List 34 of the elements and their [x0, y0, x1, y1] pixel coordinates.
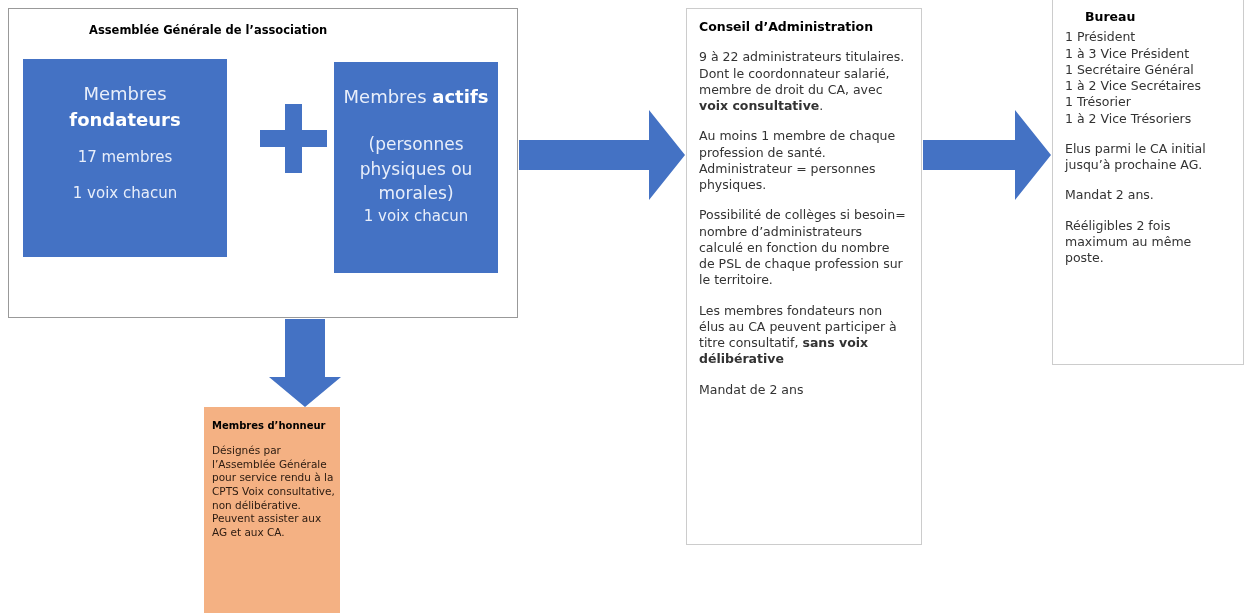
- info-panel: [1052, 0, 1244, 365]
- description: 9 à 22 administrateurs titulaires. Dont le coordonnateur salarié, membre de droit du CA, avec voix consultative.: [699, 49, 906, 115]
- description: Mandat 2 ans.: [1065, 187, 1155, 204]
- description: Mandat de 2 ans: [699, 381, 805, 398]
- description: (personnes physiques ou morales): [358, 133, 474, 206]
- info-panel: [686, 8, 922, 545]
- group-frame: [8, 8, 518, 318]
- description: 1 à 3 Vice Président: [1065, 45, 1191, 62]
- description: 1 voix chacun: [362, 206, 470, 227]
- description: 1 à 2 Vice Secrétaires: [1065, 78, 1202, 95]
- description: Elus parmi le CA initial jusqu’à prochaine AG.: [1065, 140, 1207, 174]
- block-arrow: [519, 110, 685, 200]
- description: 17 membres: [76, 147, 174, 169]
- description: Désignés par l’Assemblée Générale pour service rendu à la CPTS Voix consultative, non délibérative. Peuvent assister aux AG et aux CA.: [212, 444, 336, 540]
- heading: Conseil d’Administration: [699, 19, 875, 36]
- description: Possibilité de collèges si besoin= nombre d’administrateurs calculé en fonction du nombre de PSL de chaque profession sur le territoire.: [699, 207, 907, 289]
- description: 1 voix chacun: [71, 182, 179, 204]
- heading: Membres actifs: [342, 85, 490, 109]
- heading: Bureau: [1084, 9, 1137, 26]
- heading: Membres d’honneur: [212, 419, 327, 432]
- block-arrow: [269, 319, 341, 407]
- heading: Membres fondateurs: [68, 82, 182, 133]
- member-box: [334, 62, 498, 273]
- heading: Assemblée Générale de l’association: [89, 23, 329, 38]
- honor-box: [204, 407, 340, 613]
- description: 1 Secrétaire Général: [1065, 61, 1195, 78]
- description: 1 Trésorier: [1065, 94, 1132, 111]
- description: 1 à 2 Vice Trésoriers: [1065, 110, 1193, 127]
- description: 1 Président: [1065, 29, 1137, 46]
- description: Au moins 1 membre de chaque profession de santé. Administrateur = personnes physiques.: [699, 128, 897, 194]
- description: Les membres fondateurs non élus au CA peuvent participer à titre consultatif, sans voix délibérative: [699, 302, 898, 368]
- member-box: [23, 59, 227, 257]
- description: Rééligibles 2 fois maximum au même poste.: [1065, 217, 1193, 267]
- block-arrow: [923, 110, 1051, 200]
